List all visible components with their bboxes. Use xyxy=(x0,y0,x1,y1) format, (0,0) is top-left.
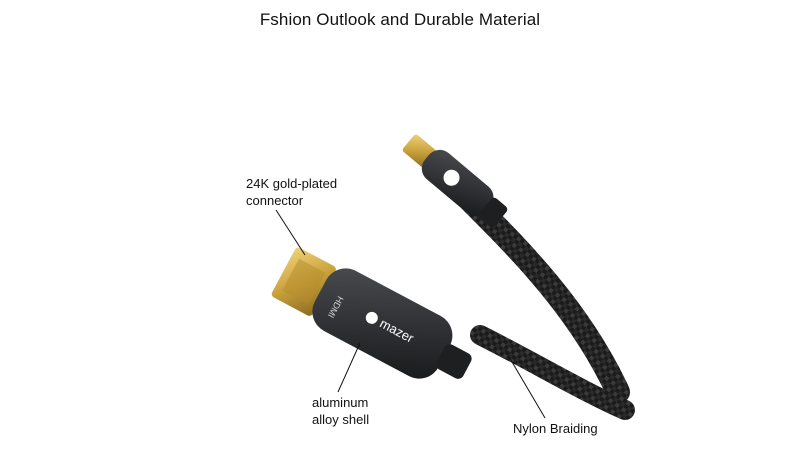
braiding-leader xyxy=(504,349,546,419)
shell-line1: aluminum xyxy=(312,395,369,410)
usb-c-cable xyxy=(402,134,630,404)
gold-connector-line2: connector xyxy=(246,193,304,208)
braiding-label: Nylon Braiding xyxy=(513,421,598,436)
shell-leader xyxy=(337,342,361,393)
gold-connector-leader xyxy=(275,209,306,256)
hdmi-cable: HDMI mazer xyxy=(271,247,635,420)
shell-label: aluminum alloy shell xyxy=(312,394,369,428)
page-title: Fshion Outlook and Durable Material xyxy=(259,10,541,29)
gold-connector-label: 24K gold-plated connector xyxy=(246,175,337,209)
gold-connector-line1: 24K gold-plated xyxy=(246,176,338,191)
shell-line2: alloy shell xyxy=(312,412,370,427)
